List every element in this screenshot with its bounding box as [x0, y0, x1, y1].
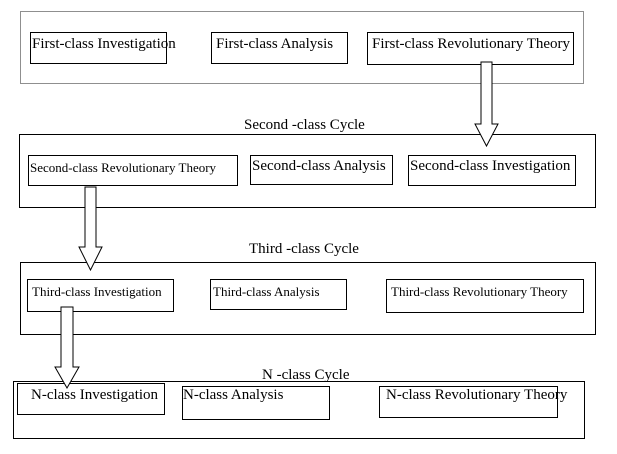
node-third-class-revolutionary-theory: Third-class Revolutionary Theory — [386, 279, 584, 313]
node-second-class-investigation: Second-class Investigation — [408, 155, 576, 186]
node-second-class-analysis: Second-class Analysis — [250, 155, 393, 185]
arrow-third-to-n — [54, 306, 80, 390]
cycle-n-frame — [13, 381, 585, 439]
node-first-class-investigation: First-class Investigation — [30, 32, 176, 64]
node-first-class-analysis: First-class Analysis — [211, 32, 348, 64]
cycle-3-title: Third -class Cycle — [249, 241, 359, 257]
cycle-1-frame — [20, 11, 584, 84]
cycle-3-frame — [20, 262, 596, 335]
arrow-second-to-third — [78, 186, 103, 272]
arrow-first-to-second — [474, 61, 499, 148]
cycle-2-title: Second -class Cycle — [244, 117, 365, 133]
node-third-class-analysis: Third-class Analysis — [210, 279, 347, 310]
node-n-class-analysis: N-class Analysis — [182, 386, 330, 420]
cycle-n-title: N -class Cycle — [262, 367, 350, 383]
node-second-class-revolutionary-theory: Second-class Revolutionary Theory — [28, 155, 238, 186]
node-n-class-revolutionary-theory: N-class Revolutionary Theory — [379, 386, 567, 418]
cycle-2-frame — [19, 134, 596, 208]
node-third-class-investigation: Third-class Investigation — [27, 279, 174, 312]
node-first-class-revolutionary-theory: First-class Revolutionary Theory — [367, 32, 574, 65]
node-n-class-investigation: N-class Investigation — [17, 383, 165, 415]
